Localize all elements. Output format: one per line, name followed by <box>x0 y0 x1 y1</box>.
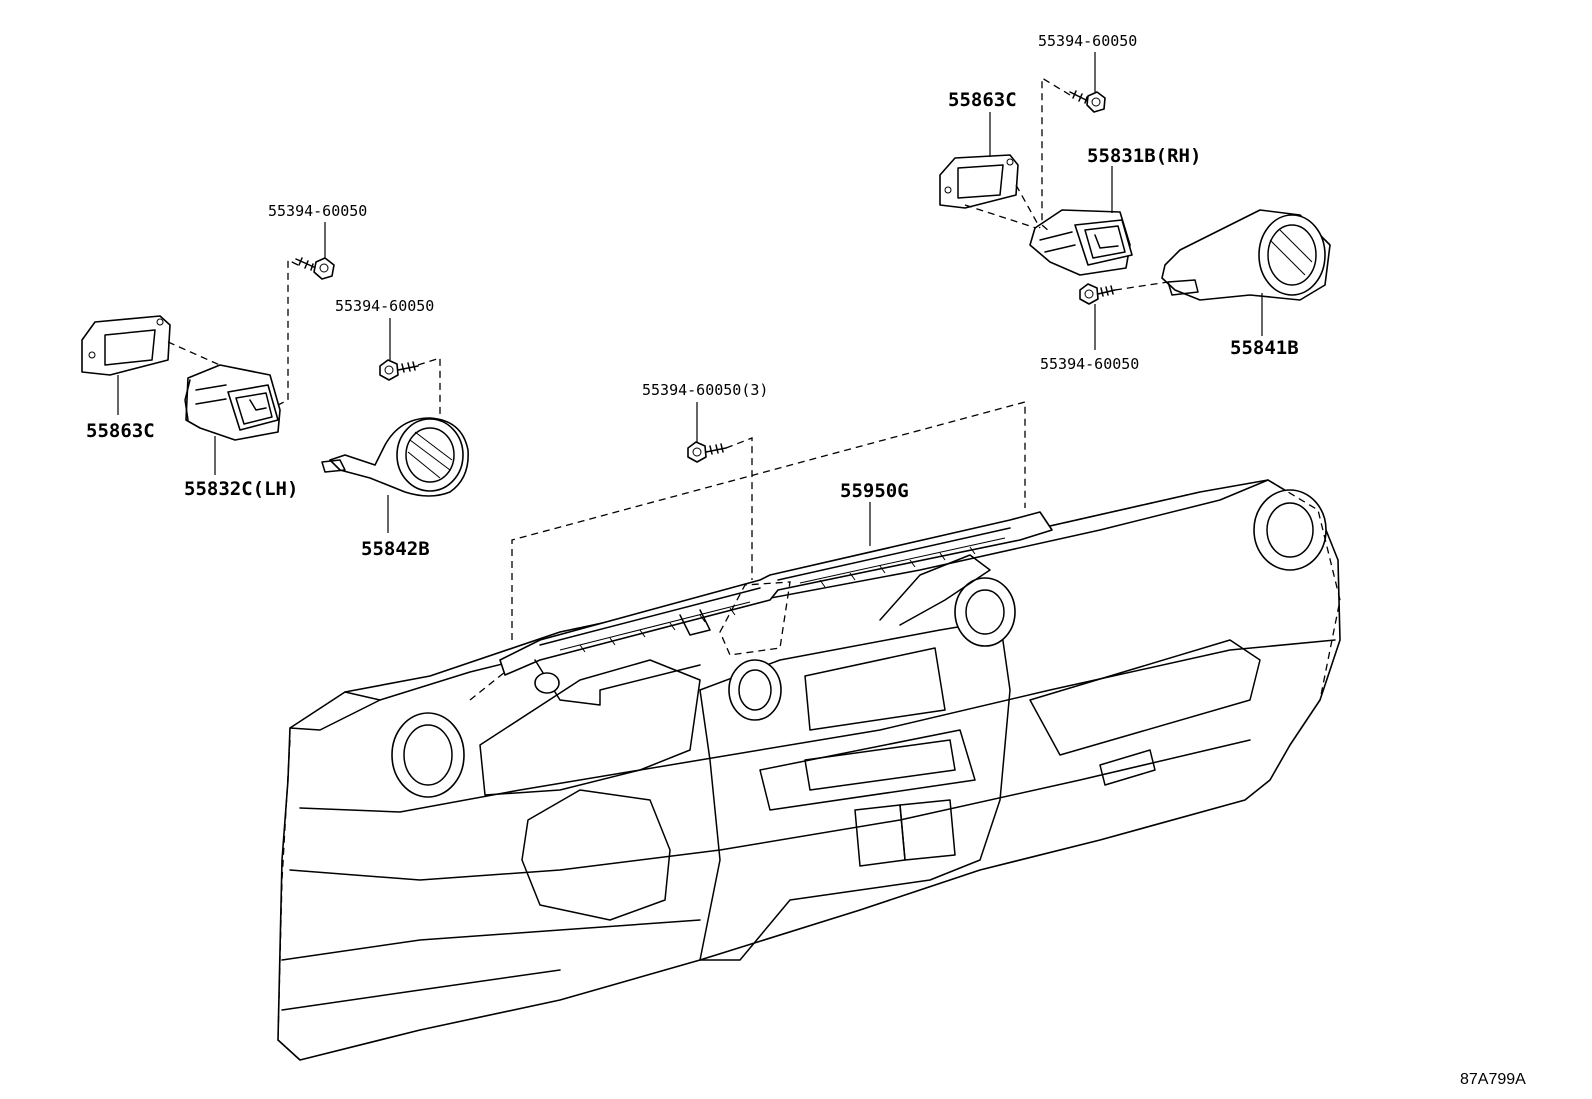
assembly-line-center-1 <box>725 437 753 580</box>
assembly-line-center-2 <box>511 401 1026 640</box>
label-vent-left: 55842B <box>361 538 430 560</box>
label-bracket-right: 55863C <box>948 89 1017 111</box>
bolt-right-top <box>1069 90 1106 113</box>
bolt-center <box>687 441 727 463</box>
instrument-panel <box>277 479 1341 1061</box>
label-register-right: 55831B(RH) <box>1087 145 1201 167</box>
assembly-line-right-2 <box>1015 184 1041 229</box>
assembly-line-right-1 <box>1041 76 1071 233</box>
defroster-nozzle <box>499 511 1053 706</box>
assembly-line-right-3 <box>964 204 1037 229</box>
label-bolt-left-mid: 55394-60050 <box>335 297 434 315</box>
label-vent-right: 55841B <box>1230 337 1299 359</box>
bracket-right <box>939 154 1019 209</box>
assembly-line-left-3 <box>417 357 441 418</box>
diagram-code: 87A799A <box>1460 1071 1526 1088</box>
bolt-right-mid <box>1079 283 1116 305</box>
assembly-line-left-2 <box>167 341 223 367</box>
label-register-left: 55832C(LH) <box>184 478 298 500</box>
assembly-line-right-4 <box>1114 281 1169 291</box>
label-bolt-right-top: 55394-60050 <box>1038 32 1137 50</box>
side-register-left <box>184 364 281 441</box>
assembly-line-left-1 <box>277 258 299 406</box>
label-bracket-left: 55863C <box>86 420 155 442</box>
side-register-right <box>1029 209 1133 276</box>
side-vent-duct-right <box>1161 209 1331 301</box>
bracket-left <box>81 315 171 376</box>
leader-lines <box>117 52 1263 546</box>
label-bolt-center: 55394-60050(3) <box>642 381 768 399</box>
bolt-left-top <box>295 257 335 280</box>
side-vent-left <box>321 417 469 497</box>
bolt-left-mid <box>379 359 419 381</box>
label-bolt-right-mid: 55394-60050 <box>1040 355 1139 373</box>
label-defroster-nozzle: 55950G <box>840 480 909 502</box>
label-bolt-left-top: 55394-60050 <box>268 202 367 220</box>
